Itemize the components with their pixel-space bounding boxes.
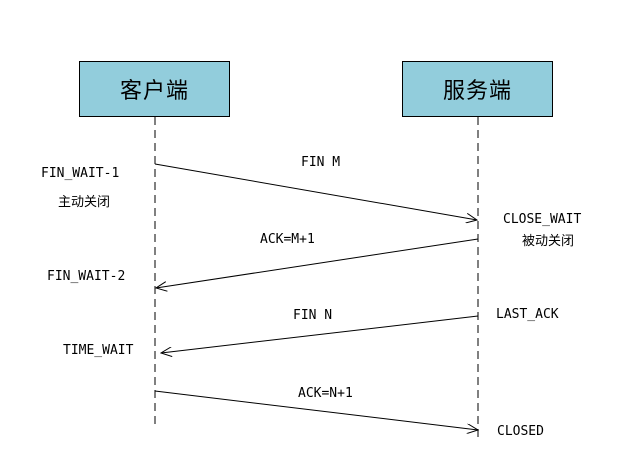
client-actor-box: 客户端 [79,61,230,117]
message-label-ack-n1: ACK=N+1 [298,386,353,401]
client-state-fin-wait-1: FIN_WAIT-1 [41,166,120,181]
client-state-active-close: 主动关闭 [58,195,111,210]
client-actor-label: 客户端 [119,79,189,104]
message-arrow-fin-m [154,163,477,220]
server-state-passive-close: 被动关闭 [522,234,575,249]
message-arrow-ack-m1 [156,238,479,288]
server-state-last-ack: LAST_ACK [496,307,559,322]
client-state-time-wait: TIME_WAIT [63,343,134,358]
message-arrow-fin-n [161,315,479,353]
message-label-fin-n: FIN N [293,308,333,323]
server-state-close-wait: CLOSE_WAIT [503,212,582,227]
message-arrow-ack-n1 [154,390,478,430]
message-label-fin-m: FIN M [301,155,341,170]
message-label-ack-m1: ACK=M+1 [260,232,315,247]
server-state-closed: CLOSED [497,424,544,439]
server-actor-box: 服务端 [402,61,553,117]
server-actor-label: 服务端 [442,79,512,104]
client-state-fin-wait-2: FIN_WAIT-2 [47,269,126,284]
